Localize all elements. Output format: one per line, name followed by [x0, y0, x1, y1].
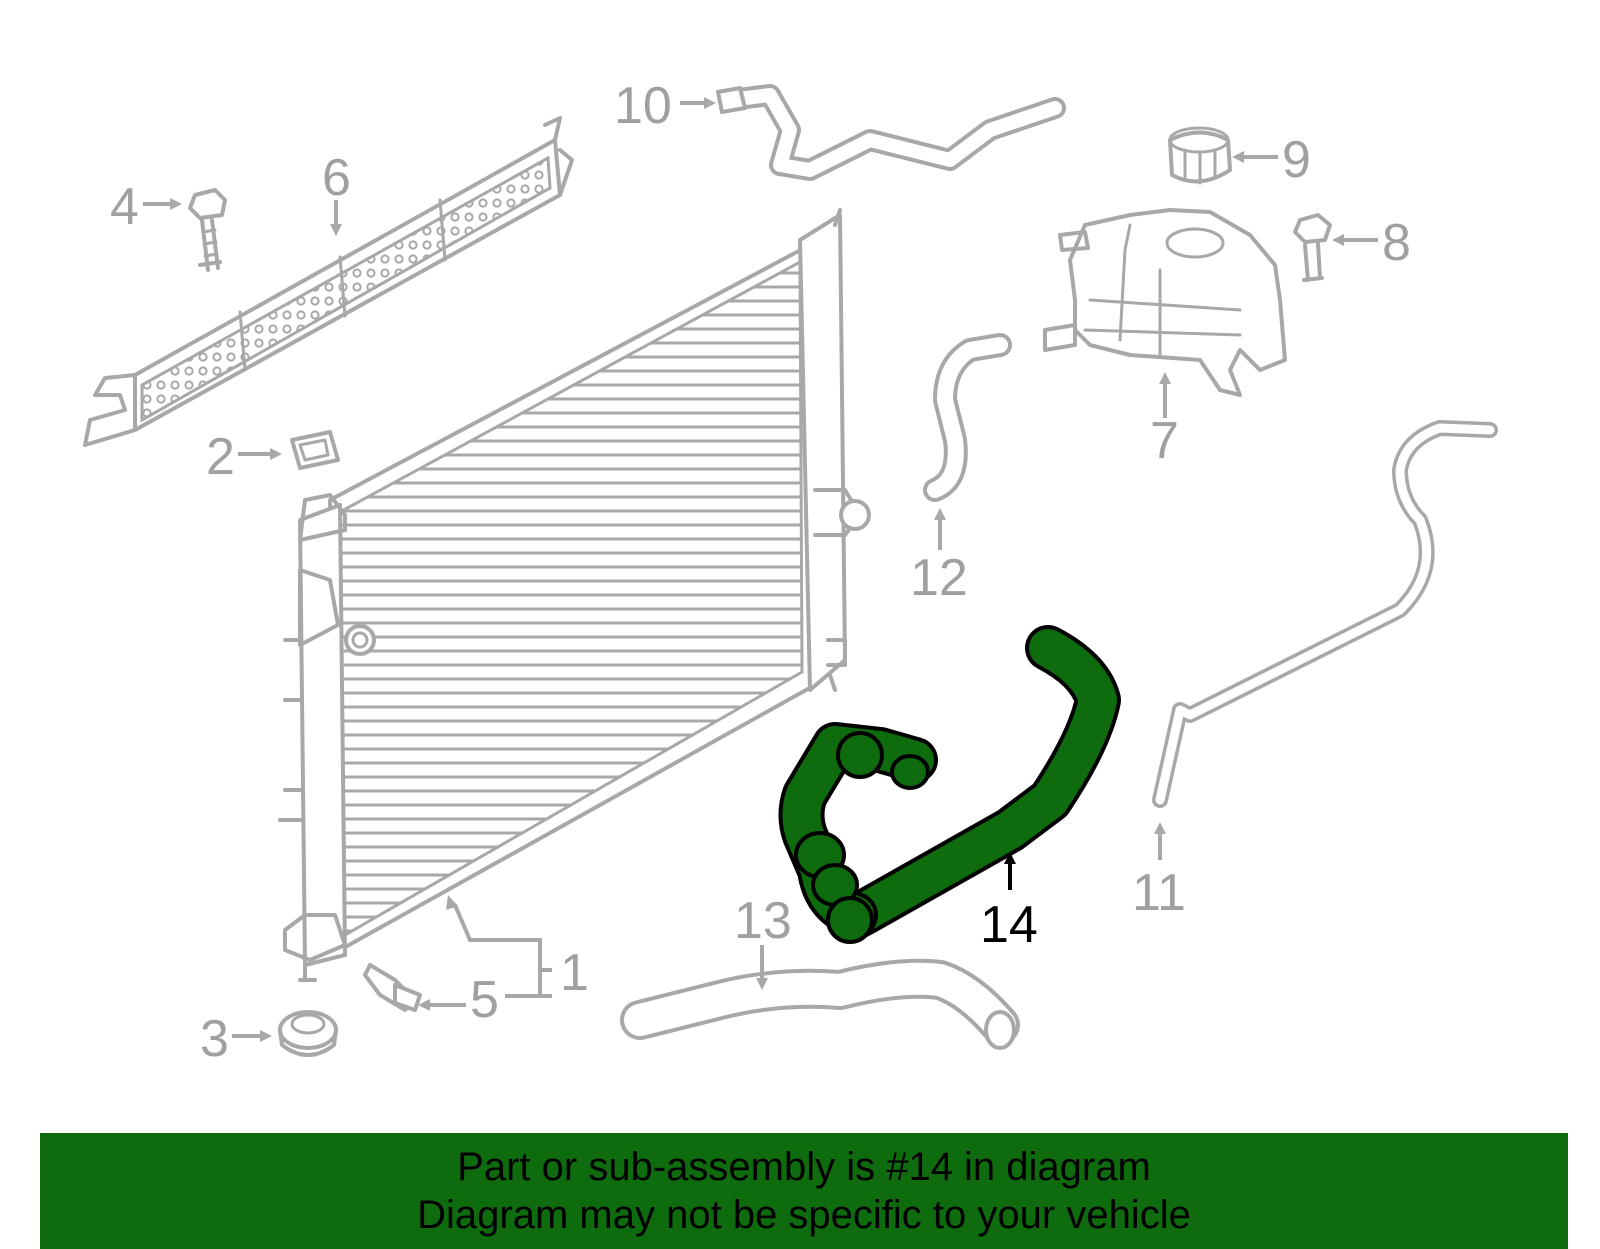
banner-line-1: Part or sub-assembly is #14 in diagram	[457, 1145, 1151, 1189]
callout-10: 10	[614, 77, 672, 135]
callout-arrows	[143, 97, 1378, 1042]
air-deflector-part-6	[83, 116, 574, 447]
bolt-part-8	[1293, 213, 1332, 282]
sensor-part-5	[363, 963, 422, 1012]
callout-13: 13	[734, 892, 792, 950]
reservoir-part-7	[1043, 208, 1287, 397]
callout-12: 12	[910, 549, 968, 607]
hose-part-14-highlighted[interactable]	[778, 625, 1121, 944]
callout-8: 8	[1382, 214, 1411, 272]
info-banner: Part or sub-assembly is #14 in diagram D…	[40, 1133, 1568, 1249]
callout-4: 4	[110, 178, 139, 236]
radiator-part-1	[278, 208, 871, 982]
callout-7: 7	[1150, 412, 1179, 470]
callout-3: 3	[200, 1010, 229, 1068]
hose-part-10	[716, 84, 1066, 181]
clip-part-2	[290, 430, 340, 470]
banner-line-2: Diagram may not be specific to your vehi…	[417, 1193, 1191, 1237]
callout-6: 6	[322, 149, 351, 207]
hose-part-11	[1152, 420, 1498, 808]
callout-11: 11	[1132, 864, 1186, 922]
bolt-part-4	[188, 188, 227, 272]
callout-2: 2	[206, 428, 235, 486]
cap-part-9	[1168, 126, 1232, 185]
callout-5: 5	[470, 971, 499, 1029]
callout-1: 1	[560, 944, 589, 1002]
callout-9: 9	[1282, 131, 1311, 189]
hose-part-13	[620, 958, 1020, 1050]
grommet-part-3	[278, 1010, 338, 1057]
hose-part-12	[923, 333, 1012, 502]
callout-14: 14	[980, 896, 1038, 954]
